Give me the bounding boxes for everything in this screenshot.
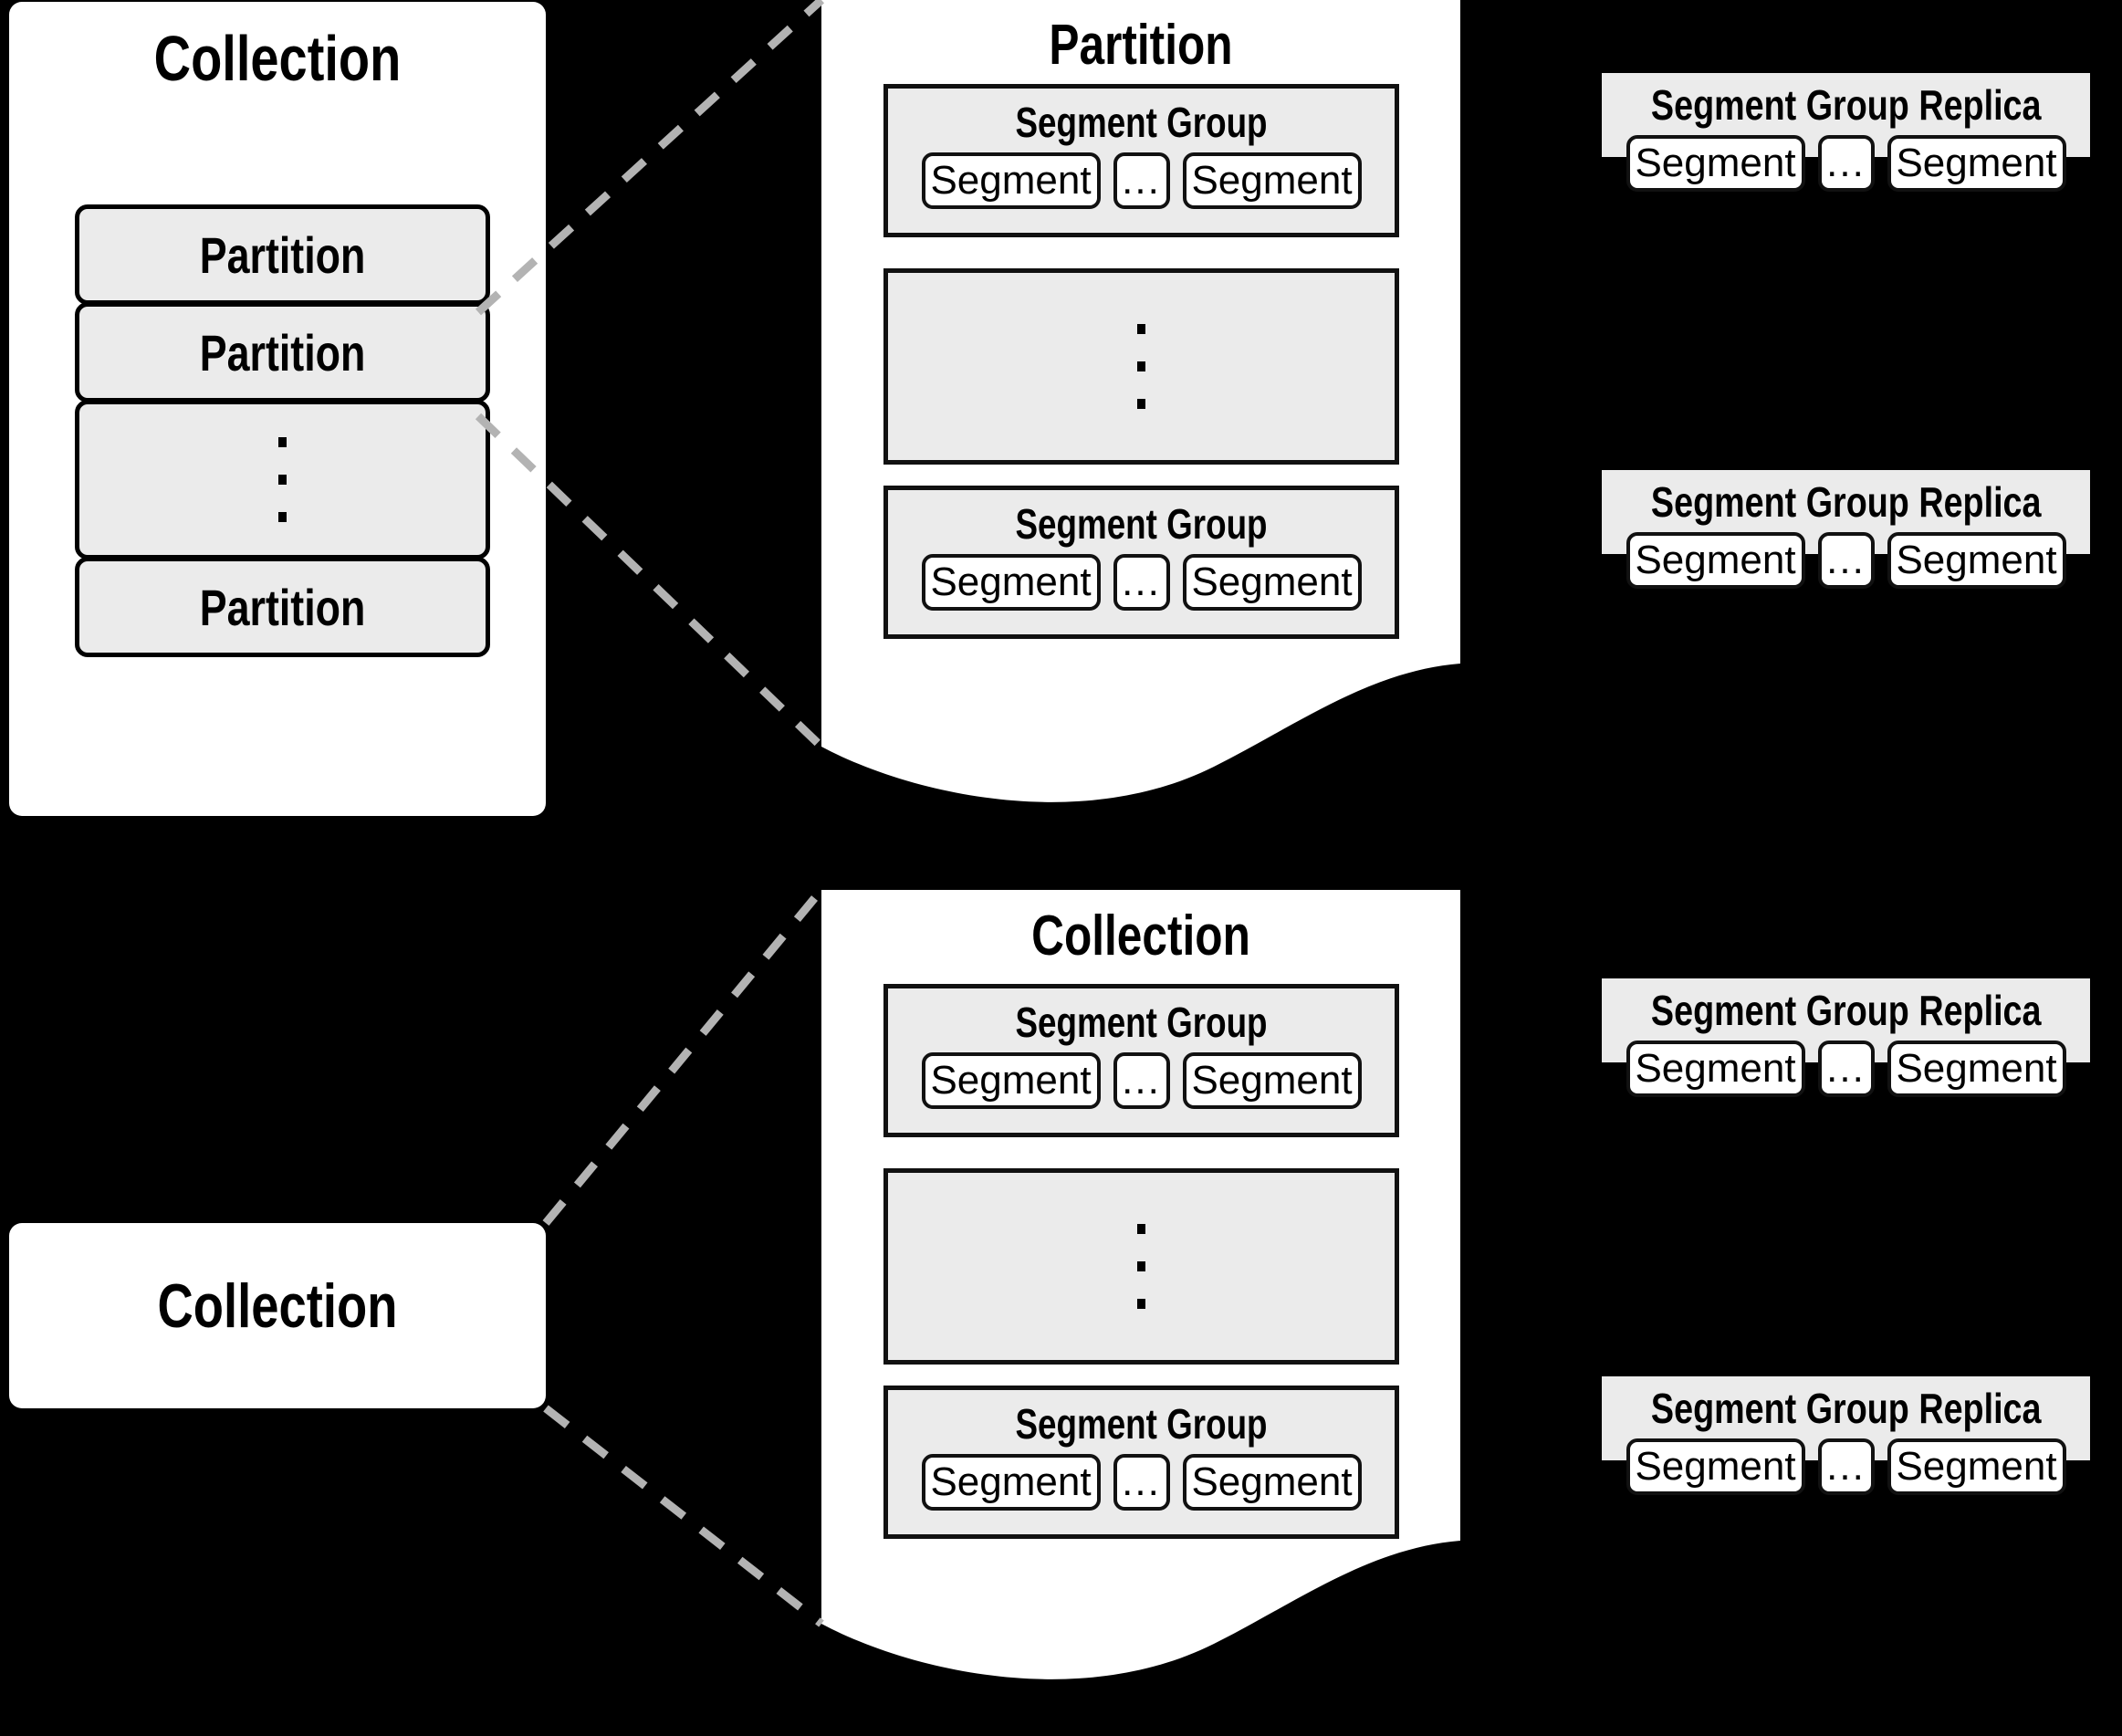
segment-group-title: Segment Group [1015, 1400, 1268, 1448]
segment-group-replica-title: Segment Group Replica [1650, 81, 2042, 129]
segment-ellipsis-box: ... [1113, 1052, 1170, 1109]
segment-ellipsis-box: ... [1817, 532, 1875, 589]
segment-box[interactable]: Segment [1182, 1052, 1362, 1109]
segment-group-replica[interactable]: Segment Group Replica Segment ... Segmen… [1602, 470, 2090, 589]
segment-ellipsis-box: ... [1817, 135, 1875, 192]
segment-box[interactable]: Segment [1625, 532, 1805, 589]
partition-label: Partition [199, 578, 366, 636]
segment-box[interactable]: Segment [1182, 152, 1362, 209]
segment-ellipsis-box: ... [1113, 1454, 1170, 1511]
segment-row: Segment ... Segment [921, 152, 1362, 209]
segment-group-replica[interactable]: Segment Group Replica Segment ... Segmen… [1602, 73, 2090, 192]
segment-box[interactable]: Segment [921, 1052, 1101, 1109]
partition-label: Partition [199, 225, 366, 284]
vertical-ellipsis-icon [278, 437, 287, 522]
vertical-ellipsis-icon [1137, 1224, 1145, 1309]
segment-group-replica[interactable]: Segment Group Replica Segment ... Segmen… [1602, 978, 2090, 1097]
segment-group-ellipsis [883, 1168, 1399, 1365]
segment-row: Segment ... Segment [1625, 1438, 2066, 1495]
segment-box[interactable]: Segment [1887, 1041, 2066, 1097]
partition-card-title: Partition [1049, 14, 1233, 77]
segment-group[interactable]: Segment Group Segment ... Segment [883, 486, 1399, 639]
segment-box[interactable]: Segment [1887, 532, 2066, 589]
segment-row: Segment ... Segment [921, 1454, 1362, 1511]
segment-box[interactable]: Segment [1625, 135, 1805, 192]
segment-group-title: Segment Group [1015, 999, 1268, 1046]
segment-ellipsis-box: ... [1817, 1041, 1875, 1097]
segment-row: Segment ... Segment [1625, 135, 2066, 192]
bottom-collection-title: Collection [157, 1271, 398, 1341]
segment-row: Segment ... Segment [1625, 1041, 2066, 1097]
left-collection-card: Collection Partition Partition Partition [9, 2, 546, 816]
segment-box[interactable]: Segment [921, 1454, 1101, 1511]
left-collection-title: Collection [153, 23, 402, 94]
segment-group-replica-title: Segment Group Replica [1650, 478, 2042, 526]
segment-box[interactable]: Segment [1625, 1041, 1805, 1097]
segment-ellipsis-box: ... [1113, 152, 1170, 209]
segment-group[interactable]: Segment Group Segment ... Segment [883, 1386, 1399, 1539]
segment-group-title: Segment Group [1015, 99, 1268, 146]
segment-box[interactable]: Segment [1182, 554, 1362, 611]
segment-ellipsis-box: ... [1113, 554, 1170, 611]
partition-row-ellipsis [75, 400, 490, 559]
segment-box[interactable]: Segment [921, 554, 1101, 611]
partition-row[interactable]: Partition [75, 557, 490, 657]
connector-collection-bottom [543, 1405, 824, 1627]
segment-group-title: Segment Group [1015, 500, 1268, 548]
segment-row: Segment ... Segment [1625, 532, 2066, 589]
segment-ellipsis-box: ... [1817, 1438, 1875, 1495]
segment-group-replica[interactable]: Segment Group Replica Segment ... Segmen… [1602, 1376, 2090, 1495]
partition-label: Partition [199, 323, 366, 382]
partition-list: Partition Partition Partition [75, 204, 490, 657]
partition-row-selected[interactable]: Partition [75, 302, 490, 403]
segment-row: Segment ... Segment [921, 1052, 1362, 1109]
segment-box[interactable]: Segment [1887, 135, 2066, 192]
vertical-ellipsis-icon [1137, 324, 1145, 409]
collection-card-title: Collection [1031, 905, 1250, 967]
segment-group-replica-title: Segment Group Replica [1650, 1385, 2042, 1432]
segment-group[interactable]: Segment Group Segment ... Segment [883, 984, 1399, 1137]
connector-collection-top [542, 887, 825, 1226]
segment-box[interactable]: Segment [1887, 1438, 2066, 1495]
bottom-collection-box[interactable]: Collection [9, 1223, 546, 1408]
segment-row: Segment ... Segment [921, 554, 1362, 611]
segment-box[interactable]: Segment [1625, 1438, 1805, 1495]
segment-group-ellipsis [883, 268, 1399, 465]
partition-row[interactable]: Partition [75, 204, 490, 305]
segment-box[interactable]: Segment [921, 152, 1101, 209]
segment-box[interactable]: Segment [1182, 1454, 1362, 1511]
segment-group[interactable]: Segment Group Segment ... Segment [883, 84, 1399, 237]
segment-group-replica-title: Segment Group Replica [1650, 987, 2042, 1034]
